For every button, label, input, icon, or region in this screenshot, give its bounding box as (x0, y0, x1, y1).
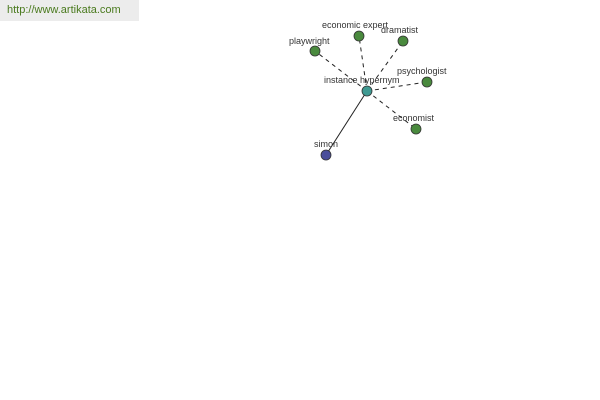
node-root[interactable] (320, 149, 332, 161)
edge-hub-playwright (314, 50, 368, 92)
label-economist: economist (393, 113, 435, 123)
node-hub[interactable] (361, 85, 373, 97)
node-psychologist[interactable] (421, 76, 433, 88)
edge-hub-economist (366, 90, 417, 130)
edge-hub-economic-expert (358, 35, 368, 92)
label-root: simon (314, 139, 338, 149)
node-economic-expert[interactable] (353, 30, 365, 42)
node-playwright[interactable] (309, 45, 321, 57)
source-link-bar: http://www.artikata.com (0, 0, 139, 21)
label-hub: instance hypernym (324, 75, 400, 85)
node-economist[interactable] (410, 123, 422, 135)
source-link[interactable]: http://www.artikata.com (7, 4, 121, 16)
graph-edges (314, 35, 428, 156)
label-dramatist: dramatist (381, 25, 419, 35)
edge-hub-psychologist (366, 81, 428, 92)
label-psychologist: psychologist (397, 66, 447, 76)
node-dramatist[interactable] (397, 35, 409, 47)
graph-labels: playwright economic expert dramatist psy… (289, 20, 447, 149)
graph-nodes (309, 30, 433, 161)
edge-hub-dramatist (366, 40, 404, 92)
label-economic-expert: economic expert (322, 20, 389, 30)
edge-root-hub (325, 90, 368, 156)
label-playwright: playwright (289, 36, 330, 46)
